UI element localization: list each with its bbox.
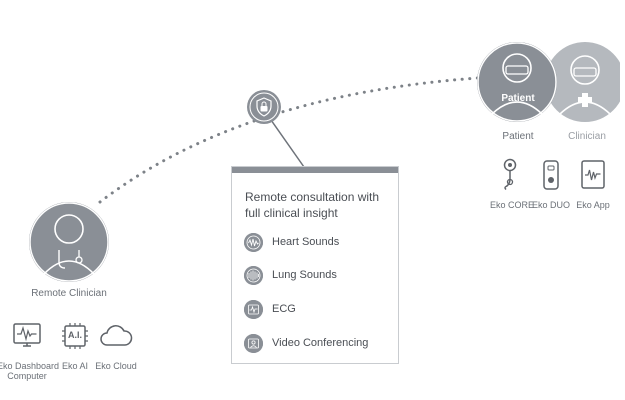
eko-core-label: Eko CORE <box>490 200 535 210</box>
lung-sounds-icon <box>244 265 263 285</box>
stethoscope-icon <box>503 158 517 191</box>
eko-duo-label: Eko DUO <box>532 200 571 210</box>
feature-label: Video Conferencing <box>272 337 369 349</box>
patient-badge: Patient <box>501 93 535 104</box>
patient-clinician-avatars <box>477 42 620 122</box>
remote-clinician-avatar <box>29 202 109 282</box>
feature-label: ECG <box>272 303 296 315</box>
card-title: Remote consultation with full clinical i… <box>245 190 380 220</box>
dotted-connection-arc <box>98 76 480 204</box>
patient-avatar <box>477 42 557 122</box>
clinician-avatar <box>545 42 620 122</box>
consultation-card: Remote consultation with full clinical i… <box>231 166 399 364</box>
remote-clinician-label: Remote Clinician <box>31 288 107 299</box>
feature-label: Heart Sounds <box>272 236 340 248</box>
chip-text: A.I. <box>67 330 82 340</box>
dashboard-monitor-icon <box>13 323 41 347</box>
eko-dashboard-label: Eko Dashboard <box>0 361 60 371</box>
eko-cloud-label: Eko Cloud <box>95 361 137 371</box>
app-waveform-icon <box>581 160 605 189</box>
eko-ai-label: Eko AI <box>61 361 88 371</box>
clinician-label: Clinician <box>568 131 606 142</box>
lock-node <box>247 90 281 124</box>
feature-lung-sounds: Lung Sounds <box>244 265 337 285</box>
feature-heart-sounds: Heart Sounds <box>244 232 339 252</box>
feature-video-conferencing: Video Conferencing <box>244 333 368 353</box>
ecg-icon <box>244 299 263 319</box>
video-conferencing-icon <box>244 333 263 353</box>
eko-dashboard-sublabel: Computer <box>7 371 47 381</box>
patient-label: Patient <box>502 131 534 142</box>
card-header-bar <box>232 167 398 173</box>
feature-label: Lung Sounds <box>272 269 337 281</box>
heart-sounds-icon <box>244 232 263 252</box>
feature-ecg: ECG <box>244 299 296 319</box>
eko-app-label: Eko App <box>576 200 610 210</box>
ai-chip-icon: A.I. <box>61 322 89 350</box>
duo-device-icon <box>543 160 559 190</box>
shield-lock-icon <box>256 97 272 117</box>
cloud-icon <box>100 325 133 346</box>
